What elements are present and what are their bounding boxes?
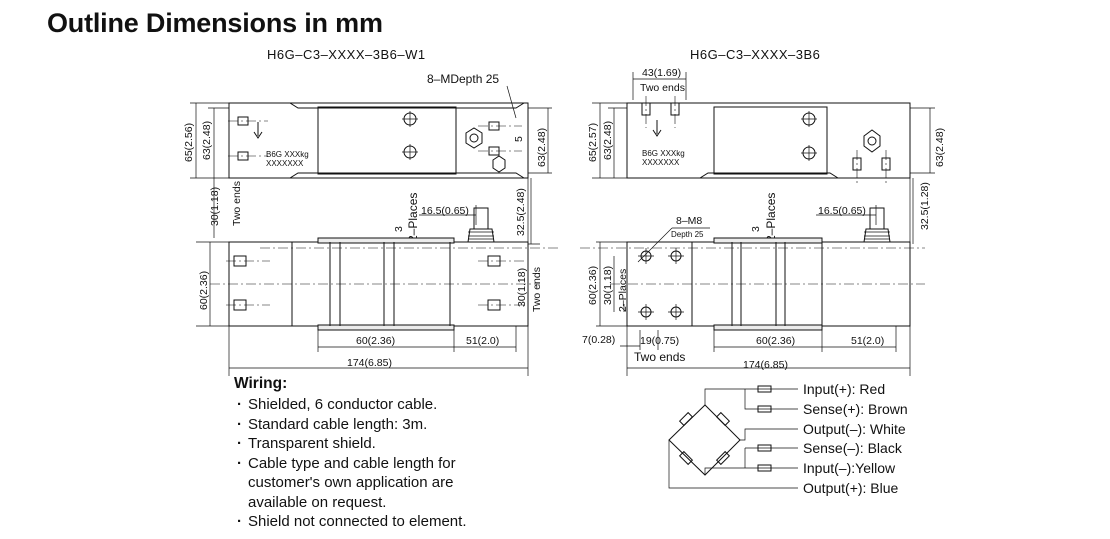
right-two-ends-top: Two ends xyxy=(640,82,685,94)
sense-resistor-top xyxy=(757,385,772,393)
left-two-ends: Two ends xyxy=(231,181,243,226)
wheatstone-bridge xyxy=(668,404,741,476)
right-bolt-marks xyxy=(801,111,817,161)
right-dim-63: 63(2.48) xyxy=(602,121,614,160)
right-hole-spec-1: 8–M8 xyxy=(676,215,702,227)
wiring-notes: Wiring: Shielded, 6 conductor cable. Sta… xyxy=(234,375,466,532)
left-top-plate xyxy=(317,237,455,244)
wire-output-plus: Output(+): Blue xyxy=(803,480,899,496)
left-dim-60-bottom: 60(2.36) xyxy=(356,335,395,347)
wiring-item: Cable type and cable length for customer… xyxy=(234,454,466,513)
left-side-holes xyxy=(226,255,524,311)
wiring-item: Shield not connected to element. xyxy=(234,512,466,532)
right-dim-63-right: 63(2.48) xyxy=(934,128,946,167)
right-dim-65: 65(2.57) xyxy=(587,123,599,162)
right-two-ends-bottom: Two ends xyxy=(634,350,685,364)
wire-input-plus: Input(+): Red xyxy=(803,381,885,397)
wiring-list: Shielded, 6 conductor cable. Standard ca… xyxy=(234,395,466,532)
page-title: Outline Dimensions in mm xyxy=(47,8,383,38)
wire-output-minus: Output(–): White xyxy=(803,421,906,437)
wiring-item-continuation: available on request. xyxy=(248,493,387,511)
right-two-places: 2–Places xyxy=(764,193,778,242)
left-dim-65: 65(2.56) xyxy=(183,123,195,162)
wiring-item-continuation: customer's own application are xyxy=(248,474,454,491)
left-view: H6G–C3–XXXX–3B6–W1 8–MDepth 25 B6G XXXkg… xyxy=(183,47,560,376)
left-gauge-pocket xyxy=(317,106,457,175)
left-two-places: 2–Places xyxy=(406,193,420,242)
left-dim-63: 63(2.48) xyxy=(201,121,213,160)
wiring-item: Shielded, 6 conductor cable. xyxy=(234,395,466,415)
right-dim-16-5: 16.5(0.65) xyxy=(818,205,866,217)
right-hole-spec-2: Depth 25 xyxy=(671,230,704,239)
right-dim-32-5: 32.5(1.28) xyxy=(919,182,931,230)
right-dim-60-bottom: 60(2.36) xyxy=(756,335,795,347)
left-dim-51: 51(2.0) xyxy=(466,335,499,347)
wire-input-minus: Input(–):Yellow xyxy=(803,460,896,476)
left-dim-30: 30(1.18) xyxy=(209,187,221,226)
right-top-plate xyxy=(713,237,823,244)
arrow-down-icon xyxy=(253,122,263,139)
left-hole-leader xyxy=(506,85,517,119)
right-bottom-plate xyxy=(713,324,823,331)
right-dim-43: 43(1.69) xyxy=(642,67,681,79)
wire-sense-plus: Sense(+): Brown xyxy=(803,401,908,417)
right-dim-19: 19(0.75) xyxy=(640,335,679,347)
left-model-label: H6G–C3–XXXX–3B6–W1 xyxy=(267,47,426,62)
wiring-item: Standard cable length: 3m. xyxy=(234,415,466,435)
left-dim-3: 3 xyxy=(393,226,405,232)
left-threaded-holes xyxy=(228,116,268,161)
left-dim-174: 174(6.85) xyxy=(347,357,392,369)
left-dim-63-right: 63(2.48) xyxy=(536,128,548,167)
cable-gland-nut-icon xyxy=(465,127,483,149)
wiring-item: Transparent shield. xyxy=(234,434,466,454)
left-dim-16-5: 16.5(0.65) xyxy=(421,205,469,217)
right-model-label: H6G–C3–XXXX–3B6 xyxy=(690,47,820,62)
right-gauge-pocket xyxy=(713,106,828,175)
left-label-line2: XXXXXXX xyxy=(266,159,304,168)
left-dim-32-5: 32.5(2.48) xyxy=(515,188,527,236)
right-view: H6G–C3–XXXX–3B6 43(1.69) Two ends B6G XX… xyxy=(580,47,946,376)
bridge-resistors xyxy=(678,411,731,466)
cable-gland-side xyxy=(863,228,891,243)
right-label-line2: XXXXXXX xyxy=(642,158,680,167)
cable-gland-side xyxy=(467,228,495,243)
left-hole-spec: 8–MDepth 25 xyxy=(427,72,499,86)
left-bolt-marks xyxy=(402,111,418,160)
left-label-line1: B6G XXXkg xyxy=(266,150,309,159)
left-dim-30-right: 30(1.18) xyxy=(516,268,528,307)
cable-gland-nut-icon xyxy=(863,129,881,153)
left-bottom-plate xyxy=(317,324,455,331)
right-dim-51: 51(2.0) xyxy=(851,335,884,347)
left-right-end-holes xyxy=(465,121,522,173)
wiring-item-text: Cable type and cable length for xyxy=(248,454,456,472)
left-dim-60: 60(2.36) xyxy=(198,271,210,310)
right-two-places-small: 2–Places xyxy=(617,269,629,312)
arrow-down-icon xyxy=(652,120,662,137)
right-dim-30: 30(1.18) xyxy=(602,266,614,305)
wiring-title: Wiring: xyxy=(234,375,288,392)
bridge-schematic: Input(+): Red Sense(+): Brown Output(–):… xyxy=(668,381,908,496)
left-two-ends-right: Two ends xyxy=(531,267,543,312)
right-dim-7: 7(0.28) xyxy=(582,334,615,346)
left-dim-5: 5 xyxy=(513,136,525,142)
right-threaded-holes xyxy=(641,96,891,186)
right-label-line1: B6G XXXkg xyxy=(642,149,685,158)
right-dim-3: 3 xyxy=(750,226,762,232)
right-side-holes xyxy=(638,248,684,320)
right-dim-174: 174(6.85) xyxy=(743,359,788,371)
right-dim-60: 60(2.36) xyxy=(587,266,599,305)
wire-sense-minus: Sense(–): Black xyxy=(803,440,903,456)
